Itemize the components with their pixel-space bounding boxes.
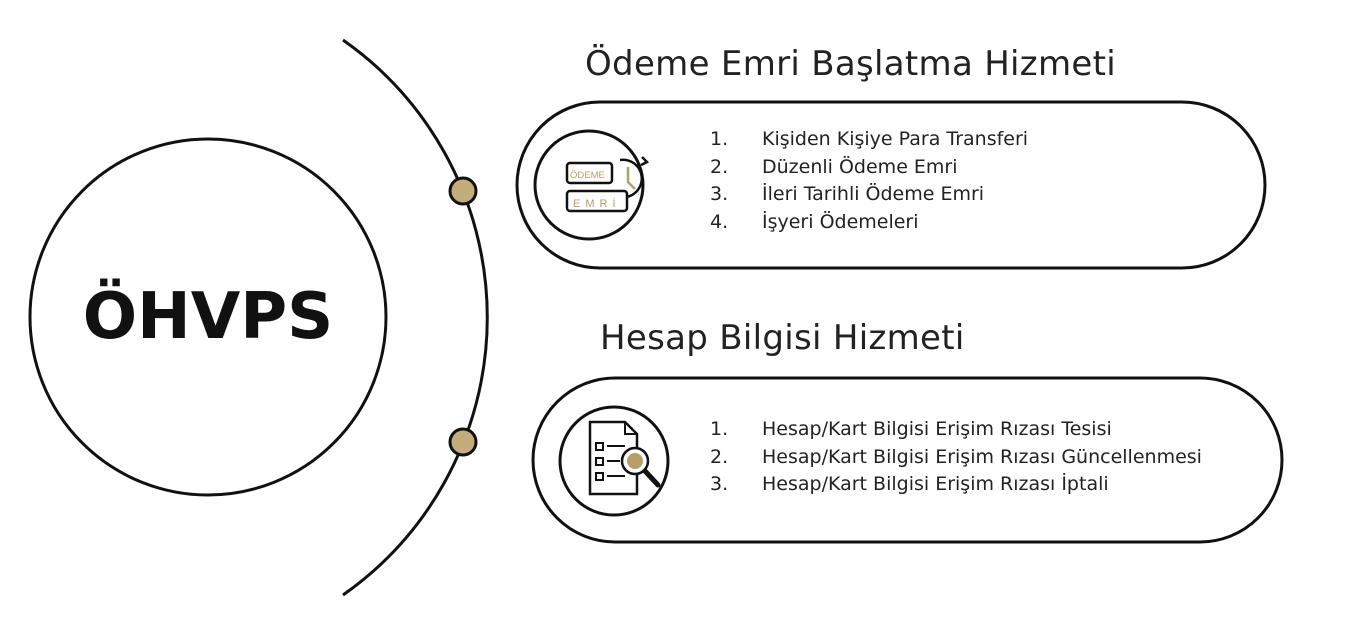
item-number: 1. (710, 418, 729, 440)
item-text: Kişiden Kişiye Para Transferi (762, 128, 1029, 150)
item-text: Hesap/Kart Bilgisi Erişim Rızası Güncell… (762, 445, 1202, 468)
item-number: 3. (710, 473, 729, 496)
section-1-icon-circle (533, 129, 645, 241)
item-text: Hesap/Kart Bilgisi Erişim Rızası İptali (762, 473, 1109, 496)
item-number: 2. (710, 155, 729, 178)
item-text: Düzenli Ödeme Emri (762, 155, 958, 178)
item-number: 2. (710, 445, 729, 468)
section-1-pill (515, 100, 1267, 270)
section-2-title: Hesap Bilgisi Hizmeti (600, 318, 965, 358)
item-text: İleri Tarihli Ödeme Emri (762, 183, 985, 206)
connector-arc (342, 38, 489, 597)
item-number: 4. (710, 211, 729, 234)
icon-text-emri: EMRİ (573, 197, 621, 210)
item-text: Hesap/Kart Bilgisi Erişim Rızası Tesisi (762, 418, 1112, 440)
section-2-pill (531, 376, 1284, 544)
document-search-info-icon (588, 420, 661, 496)
center-circle (28, 137, 388, 497)
section-1-title: Ödeme Emri Başlatma Hizmeti (585, 44, 1116, 84)
connector-dot-1 (448, 176, 478, 206)
section-2-icon-circle (558, 405, 670, 517)
item-number: 3. (710, 183, 729, 206)
center-label: ÖHVPS (82, 280, 334, 354)
connector-dot-2 (448, 427, 478, 457)
item-text: İşyeri Ödemeleri (762, 211, 919, 234)
payment-order-clock-icon: ÖDEME EMRİ (565, 156, 650, 213)
item-number: 1. (710, 128, 729, 150)
icon-text-odeme: ÖDEME (570, 170, 605, 181)
